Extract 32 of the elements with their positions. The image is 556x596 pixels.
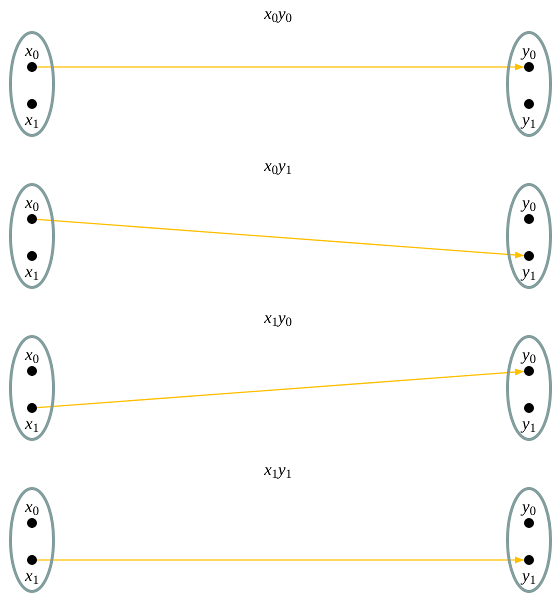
set-ellipse [506,487,552,593]
point-label: y$_{0}$ [522,497,536,517]
point-label: y$_{1}$ [522,414,536,434]
set-ellipse [506,335,552,441]
set-ellipse [9,487,55,593]
point-label: y$_{1}$ [522,110,536,130]
point-label: x$_{1}$ [25,110,39,130]
set-ellipse [506,183,552,289]
pair-label: x$_{0}$y$_{1}$ [264,156,292,176]
set-ellipse [506,31,552,137]
point-label: x$_{1}$ [25,566,39,586]
set-ellipse [9,31,55,137]
point-label: x$_{0}$ [25,497,39,517]
point-label: y$_{0}$ [522,193,536,213]
arrow [37,556,524,564]
arrow [36,218,524,258]
point-label: x$_{0}$ [25,345,39,365]
point-label: x$_{1}$ [25,262,39,282]
point-label: y$_{1}$ [522,566,536,586]
arrow [37,64,524,70]
point-label: y$_{0}$ [522,345,536,365]
point-label: y$_{0}$ [522,41,536,61]
point-label: x$_{1}$ [25,414,39,434]
pair-label: x$_{1}$y$_{0}$ [264,308,292,328]
point-label: x$_{0}$ [25,41,39,61]
point-label: y$_{1}$ [522,262,536,282]
set-ellipse [9,183,55,289]
pair-label: x$_{1}$y$_{1}$ [264,460,292,480]
pair-label: x$_{0}$y$_{0}$ [264,4,292,24]
set-ellipse [9,335,55,441]
arrow [36,368,524,408]
point-label: x$_{0}$ [25,193,39,213]
